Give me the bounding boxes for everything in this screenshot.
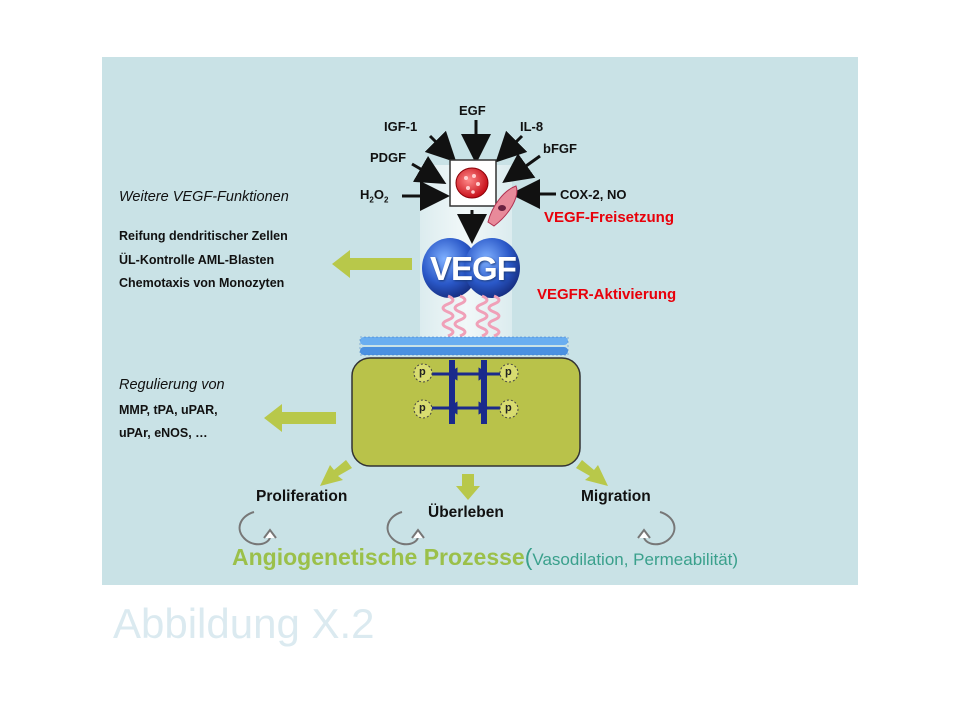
stimulus-arrows — [402, 120, 556, 244]
cell-body — [351, 357, 581, 467]
phospho-label: p — [419, 402, 426, 414]
label-pdgf: PDGF — [370, 150, 407, 165]
green-arrows — [264, 250, 608, 500]
label-vegfr-activation: VEGFR-Aktivierung — [537, 286, 677, 303]
arrow-further-functions — [332, 250, 412, 278]
arrow-il8 — [495, 130, 528, 163]
label-bfgf: bFGF — [543, 141, 577, 156]
further-function-item: ÜL-Kontrolle AML-Blasten — [119, 253, 275, 267]
arrow-igf1 — [424, 130, 457, 163]
cell-membrane — [359, 336, 569, 356]
label-h2o2: H2O2 — [360, 187, 389, 205]
vegf-molecule-icon — [422, 238, 520, 298]
label-cox2-no: COX-2, NO — [560, 187, 627, 202]
further-function-item: Reifung dendritischer Zellen — [119, 229, 288, 243]
arrow-bfgf — [502, 153, 541, 183]
label-egf: EGF — [459, 103, 486, 118]
arrow-proliferation — [320, 460, 352, 486]
figure-caption: Abbildung X.2 — [113, 600, 375, 647]
cycle-arrow-right — [637, 511, 676, 546]
further-functions-heading: Weitere VEGF-Funktionen — [119, 189, 289, 205]
regulation-heading: Regulierung von — [119, 377, 225, 393]
arrow-migration — [576, 460, 608, 486]
outcome-survival: Überleben — [428, 504, 504, 521]
outcome-proliferation: Proliferation — [256, 488, 348, 505]
phospho-label: p — [419, 366, 426, 378]
angiogenesis-paren: ( — [524, 544, 533, 570]
vegf-logo-text: VEGF — [430, 250, 517, 287]
regulation-item: uPAr, eNOS, … — [119, 426, 208, 440]
regulation-item: MMP, tPA, uPAR, — [119, 403, 218, 417]
angiogenesis-title: Angiogenetische Prozesse(Vasodilation, P… — [232, 544, 738, 571]
arrow-survival — [456, 474, 480, 500]
label-igf1: IGF-1 — [384, 119, 418, 134]
angiogenesis-main: Angiogenetische Prozesse — [232, 544, 525, 570]
phospho-arrows — [432, 367, 504, 415]
arrow-pdgf — [411, 155, 447, 185]
platelet-icon — [449, 159, 497, 207]
cycle-arrow-left — [238, 511, 277, 546]
arrow-regulation — [264, 404, 336, 432]
cycle-arrow-middle — [386, 511, 425, 546]
receptor-coils — [441, 294, 501, 338]
further-function-item: Chemotaxis von Monozyten — [119, 276, 285, 290]
endothelial-cell-icon — [487, 185, 518, 227]
cycle-arrows — [238, 511, 676, 546]
label-il8: IL-8 — [520, 119, 544, 134]
phospho-label: p — [505, 366, 512, 378]
outcome-migration: Migration — [581, 488, 651, 505]
phosphate-circles — [413, 363, 519, 419]
angiogenesis-sub: Vasodilation, Permeabilität) — [532, 550, 739, 569]
label-vegf-release: VEGF-Freisetzung — [544, 209, 675, 226]
phospho-label: p — [505, 402, 512, 414]
